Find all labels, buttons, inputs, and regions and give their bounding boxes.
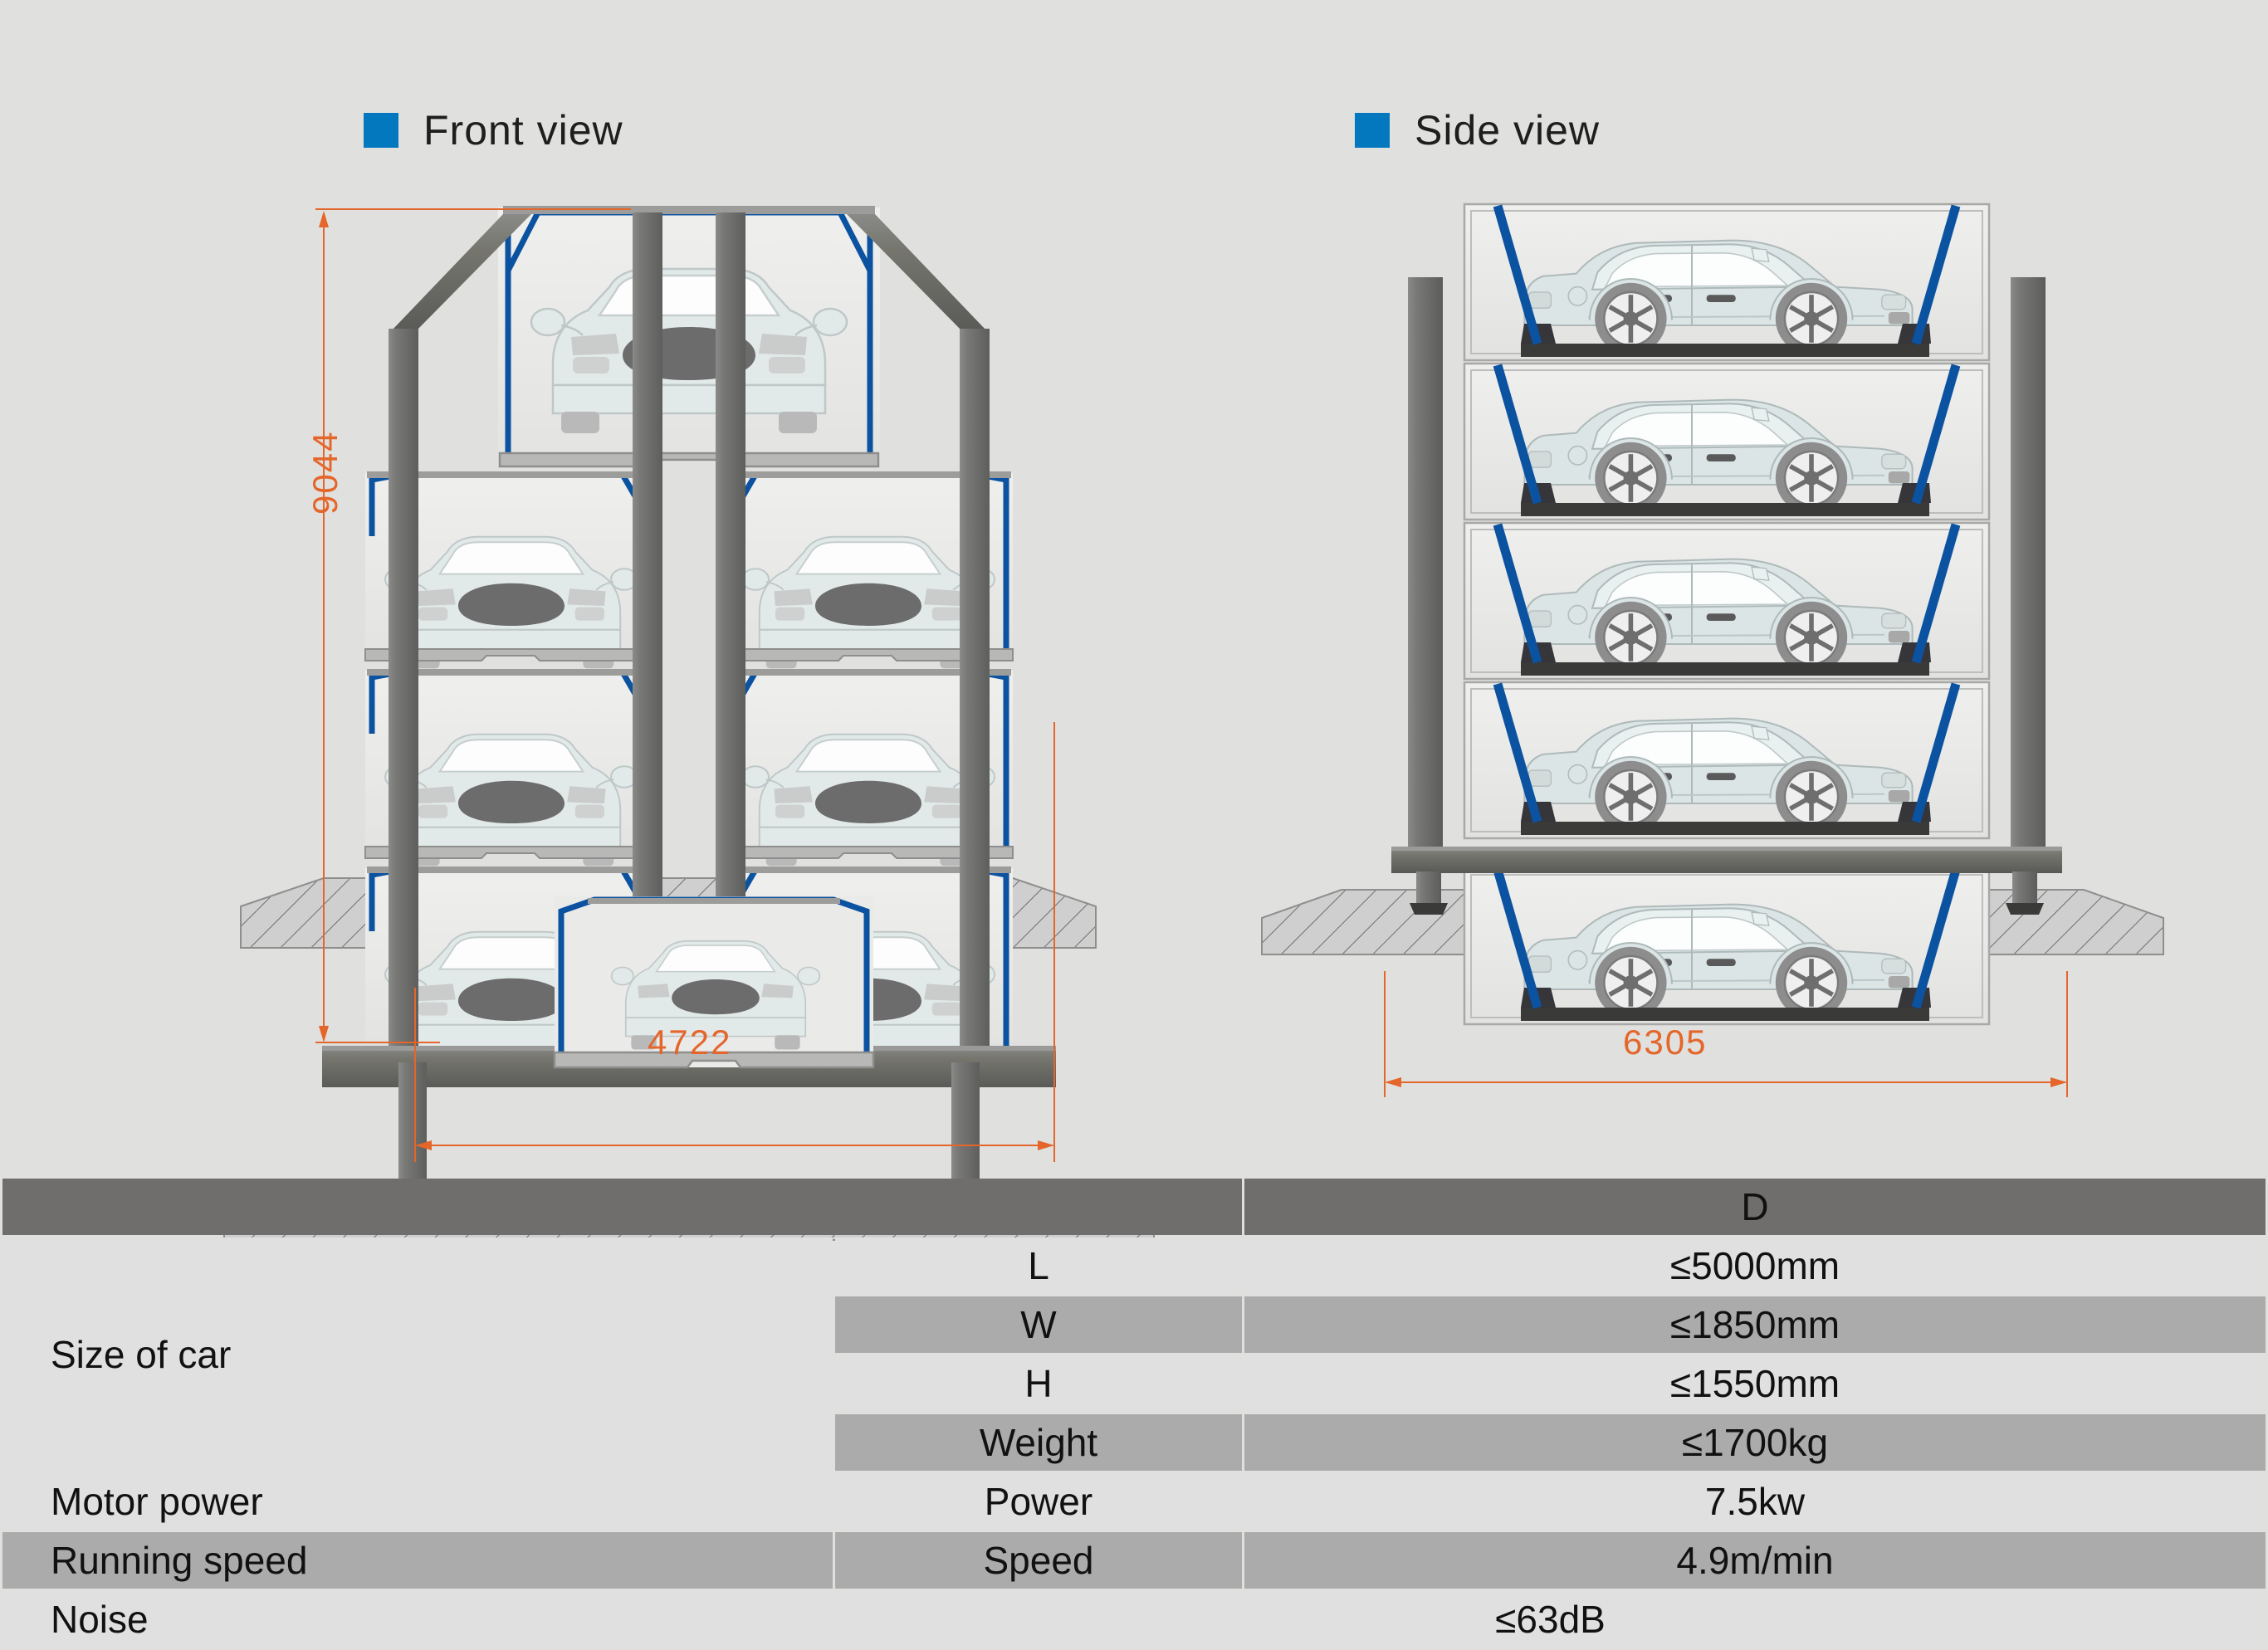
front-row-2 bbox=[364, 669, 1014, 867]
row-value-h: ≤1550mm bbox=[1244, 1355, 2266, 1412]
side-level-4 bbox=[1464, 364, 1989, 520]
row-sub-power: Power bbox=[835, 1473, 1242, 1530]
row-value-speed: 4.9m/min bbox=[1244, 1532, 2266, 1589]
front-height-dimension-label: 9044 bbox=[305, 430, 345, 515]
table-row: Noise ≤63dB bbox=[2, 1591, 2266, 1648]
front-roof-braces bbox=[392, 214, 986, 330]
side-main-beam bbox=[1391, 847, 2062, 873]
side-level-1 bbox=[1464, 868, 1989, 1024]
row-group-noise: Noise bbox=[2, 1591, 833, 1648]
row-value-l: ≤5000mm bbox=[1244, 1238, 2266, 1294]
front-view-legend: Front view bbox=[364, 106, 623, 154]
row-value-noise: ≤63dB bbox=[835, 1591, 2266, 1648]
row-group-size-of-car: Size of car bbox=[2, 1238, 833, 1471]
specification-table: D Size of car L ≤5000mm W ≤1850mm H ≤155… bbox=[0, 1176, 2268, 1650]
row-value-weight: ≤1700kg bbox=[1244, 1414, 2266, 1471]
front-view-marker-icon bbox=[364, 113, 398, 148]
front-ground-bay bbox=[548, 893, 880, 1076]
row-value-w: ≤1850mm bbox=[1244, 1296, 2266, 1353]
header-model-cell: D bbox=[1244, 1179, 2266, 1235]
table-row: Running speed Speed 4.9m/min bbox=[2, 1532, 2266, 1589]
row-group-motor-power: Motor power bbox=[2, 1473, 833, 1530]
front-view-label: Front view bbox=[423, 107, 623, 154]
front-width-dimension-label: 4722 bbox=[648, 1023, 732, 1062]
side-vertical-posts bbox=[1408, 277, 2046, 863]
row-sub-weight: Weight bbox=[835, 1414, 1242, 1471]
table-row: W ≤1850mm bbox=[2, 1296, 2266, 1353]
side-view-marker-icon bbox=[1355, 113, 1390, 148]
side-view-drawing bbox=[1261, 191, 2164, 1087]
side-view-label: Side view bbox=[1415, 107, 1600, 154]
side-view-legend: Side view bbox=[1355, 106, 1600, 154]
front-bay-top bbox=[498, 206, 880, 468]
row-sub-h: H bbox=[835, 1355, 1242, 1412]
side-width-dimension-label: 6305 bbox=[1623, 1023, 1708, 1062]
side-lower-legs bbox=[1410, 871, 2044, 915]
side-level-5 bbox=[1464, 204, 1989, 360]
front-row-3 bbox=[364, 471, 1014, 670]
row-sub-speed: Speed bbox=[835, 1532, 1242, 1589]
table-row: Motor power Power 7.5kw bbox=[2, 1473, 2266, 1530]
row-group-running-speed: Running speed bbox=[2, 1532, 833, 1589]
side-level-2 bbox=[1464, 682, 1989, 838]
table-header-row: D bbox=[2, 1179, 2266, 1235]
table-row: Weight ≤1700kg bbox=[2, 1414, 2266, 1471]
side-level-3 bbox=[1464, 523, 1989, 679]
row-value-power: 7.5kw bbox=[1244, 1473, 2266, 1530]
row-sub-l: L bbox=[835, 1238, 1242, 1294]
table-row: Size of car L ≤5000mm bbox=[2, 1238, 2266, 1471]
header-blank-cell bbox=[2, 1179, 1242, 1235]
table-row: H ≤1550mm bbox=[2, 1355, 2266, 1412]
row-sub-w: W bbox=[835, 1296, 1242, 1353]
